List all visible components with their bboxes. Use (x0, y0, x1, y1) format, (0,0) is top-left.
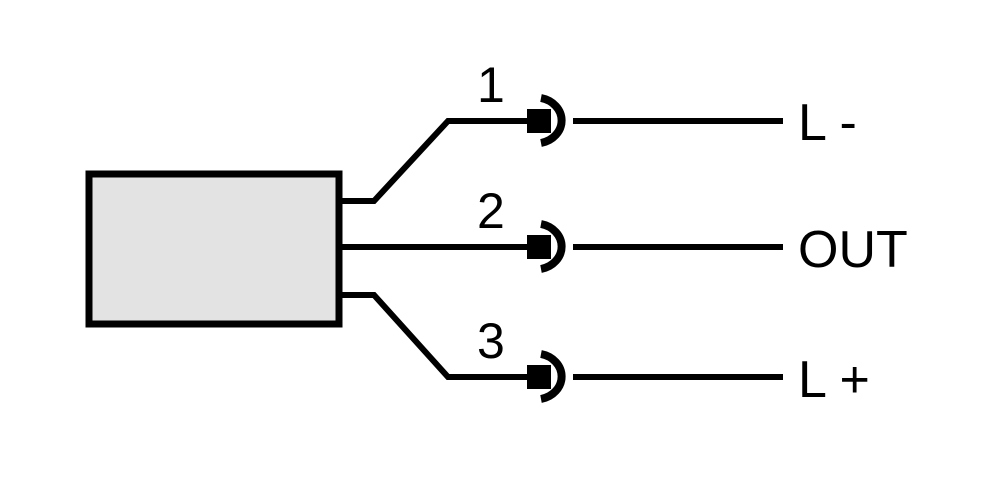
connection-3: 3 L + (339, 292, 870, 409)
plug-1 (527, 109, 551, 133)
pin-label-3: 3 (477, 313, 505, 369)
wire-1 (339, 118, 531, 204)
connection-2: 2 OUT (339, 183, 908, 279)
socket-2 (540, 220, 566, 273)
wire-3 (339, 292, 531, 380)
plug-2 (527, 235, 551, 259)
pin-label-1: 1 (477, 57, 505, 113)
socket-1 (540, 94, 566, 147)
socket-3 (540, 350, 566, 403)
signal-label-1: L - (798, 94, 857, 152)
pin-label-2: 2 (477, 183, 505, 239)
sensor-body (85, 170, 343, 328)
signal-label-2: OUT (798, 221, 908, 279)
plug-3 (527, 365, 551, 389)
signal-label-3: L + (798, 351, 870, 409)
connection-1: 1 L - (339, 57, 857, 204)
